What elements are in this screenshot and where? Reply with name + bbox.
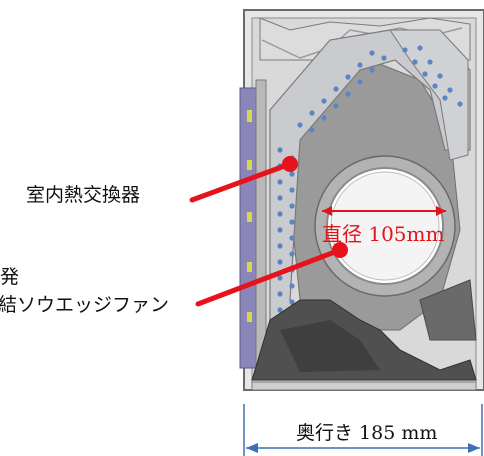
diameter-dimension (322, 206, 446, 216)
cross-flow-fan (314, 155, 456, 297)
heat-exchanger-hole (289, 171, 295, 177)
heat-exchanger-hole (289, 235, 295, 241)
heat-exchanger-hole (277, 211, 283, 217)
heat-exchanger-hole (447, 87, 453, 93)
heat-exchanger-hole (321, 115, 327, 121)
heat-exchanger-hole (289, 299, 295, 305)
heat-exchanger-hole (412, 59, 418, 65)
heat-exchanger-hole (289, 219, 295, 225)
heat-exchanger-hole (333, 103, 339, 109)
heat-exchanger-hole (333, 86, 339, 92)
heat-exchanger-hole (289, 187, 295, 193)
depth-dimension (243, 404, 483, 456)
heat-exchanger-hole (277, 243, 283, 249)
heat-exchanger-hole (369, 67, 375, 73)
fan-label-line1: 発 (0, 266, 20, 288)
leader-heat-exchanger (189, 156, 298, 203)
heat-exchanger-hole (277, 307, 283, 313)
heat-exchanger-hole (427, 59, 433, 65)
heat-exchanger-hole (297, 122, 303, 128)
heat-exchanger-hole (417, 45, 423, 51)
heat-exchanger-hole (289, 283, 295, 289)
heat-exchanger-hole (321, 98, 327, 104)
diameter-label: 直径 105mm (322, 222, 445, 246)
heat-exchanger-hole (277, 291, 283, 297)
depth-label: 奥行き 185 mm (296, 422, 438, 444)
heat-exchanger-hole (277, 179, 283, 185)
heat-exchanger-hole (277, 275, 283, 281)
heat-exchanger-label: 室内熱交換器 (26, 184, 141, 206)
leader-fan (195, 242, 348, 307)
heat-exchanger-hole (289, 203, 295, 209)
heat-exchanger-hole (277, 227, 283, 233)
heat-exchanger-hole (345, 91, 351, 97)
heat-exchanger-hole (422, 71, 428, 77)
heat-exchanger-hole (442, 95, 448, 101)
heat-exchanger-hole (309, 127, 315, 133)
heat-exchanger-hole (437, 73, 443, 79)
heat-exchanger-hole (402, 47, 408, 53)
heat-exchanger-hole (381, 55, 387, 61)
heat-exchanger-hole (345, 74, 351, 80)
heat-exchanger-hole (357, 62, 363, 68)
heat-exchanger-hole (277, 259, 283, 265)
heat-exchanger-hole (357, 79, 363, 85)
heat-exchanger-hole (277, 147, 283, 153)
heat-exchanger-hole (277, 195, 283, 201)
heat-exchanger-hole (457, 101, 463, 107)
heat-exchanger-hole (289, 251, 295, 257)
fan-label-line2: 結ソウエッジファン (0, 294, 170, 316)
outlet-duct (251, 279, 477, 391)
heat-exchanger-hole (432, 83, 438, 89)
heat-exchanger-hole (309, 110, 315, 116)
front-panel (239, 79, 267, 381)
heat-exchanger-hole (369, 50, 375, 56)
